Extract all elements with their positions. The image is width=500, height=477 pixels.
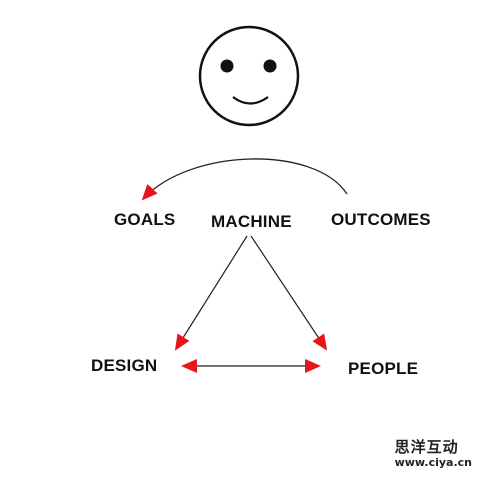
- left-eye: [220, 59, 234, 73]
- goals-label: GOALS: [114, 210, 176, 229]
- watermark: 思洋互动 www.ciya.cn: [395, 438, 472, 469]
- design-label: DESIGN: [91, 356, 158, 375]
- machine-label: MACHINE: [211, 212, 292, 231]
- smile: [232, 96, 269, 105]
- smiley-face-icon: [198, 25, 300, 127]
- machine-to-people-arrow: [250, 235, 328, 351]
- watermark-chinese-text: 思洋互动: [394, 438, 459, 456]
- right-eye: [263, 59, 277, 73]
- face-outline: [198, 25, 300, 127]
- outcomes-label: OUTCOMES: [331, 210, 431, 229]
- machine-to-design-arrow: [174, 235, 248, 351]
- watermark-url-text: www.ciya.cn: [394, 456, 472, 469]
- people-label: PEOPLE: [348, 359, 419, 378]
- outcomes-to-goals-arrow: [141, 158, 348, 201]
